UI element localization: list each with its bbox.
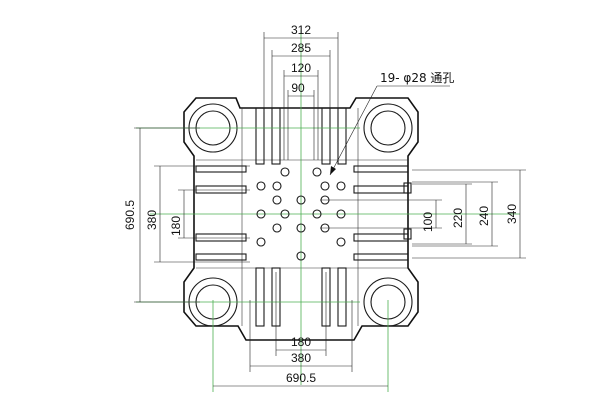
through-hole bbox=[336, 237, 346, 247]
dim-left-380: 380 bbox=[145, 210, 159, 230]
through-hole bbox=[336, 181, 346, 191]
tie-bar-boss-top-right bbox=[363, 103, 413, 153]
through-hole bbox=[320, 181, 330, 191]
through-hole bbox=[272, 195, 282, 205]
t-slots-vertical bbox=[255, 107, 347, 327]
dim-right-100: 100 bbox=[421, 212, 435, 232]
right-lugs bbox=[403, 182, 412, 240]
through-hole bbox=[336, 209, 346, 219]
dim-left-690-5: 690.5 bbox=[123, 200, 137, 230]
through-hole bbox=[256, 181, 266, 191]
dim-bottom-180: 180 bbox=[291, 335, 311, 349]
dim-top-90: 90 bbox=[291, 81, 305, 95]
inner-frame bbox=[196, 108, 408, 326]
through-hole bbox=[256, 237, 266, 247]
through-hole bbox=[296, 223, 306, 233]
dim-left-180: 180 bbox=[169, 216, 183, 236]
platen-outline bbox=[183, 97, 419, 341]
dim-right-220: 220 bbox=[451, 208, 465, 228]
dim-top-285: 285 bbox=[291, 41, 311, 55]
through-hole bbox=[280, 167, 290, 177]
holes-note: 19- φ28 通孔 bbox=[380, 71, 454, 85]
dimensions-left: 690.5 380 180 bbox=[123, 127, 250, 303]
note-leader: 19- φ28 通孔 bbox=[329, 71, 454, 176]
dim-right-340: 340 bbox=[505, 204, 519, 224]
center-lines bbox=[136, 30, 520, 392]
dimensions-right: 100 220 240 340 bbox=[320, 169, 526, 259]
through-hole bbox=[312, 167, 322, 177]
through-hole bbox=[272, 223, 282, 233]
through-hole bbox=[280, 209, 290, 219]
dim-bottom-690-5: 690.5 bbox=[286, 371, 316, 385]
through-hole bbox=[256, 209, 266, 219]
dimensions-bottom: 180 380 690.5 bbox=[213, 272, 388, 387]
dimensions-top: 312 285 120 90 bbox=[263, 23, 339, 160]
through-hole bbox=[272, 181, 282, 191]
t-slots-horizontal bbox=[195, 165, 409, 261]
through-hole bbox=[296, 195, 306, 205]
through-hole bbox=[296, 251, 306, 261]
dim-top-120: 120 bbox=[291, 61, 311, 75]
dim-top-312: 312 bbox=[291, 23, 311, 37]
through-hole bbox=[312, 209, 322, 219]
dim-right-240: 240 bbox=[477, 206, 491, 226]
dim-bottom-380: 380 bbox=[291, 351, 311, 365]
